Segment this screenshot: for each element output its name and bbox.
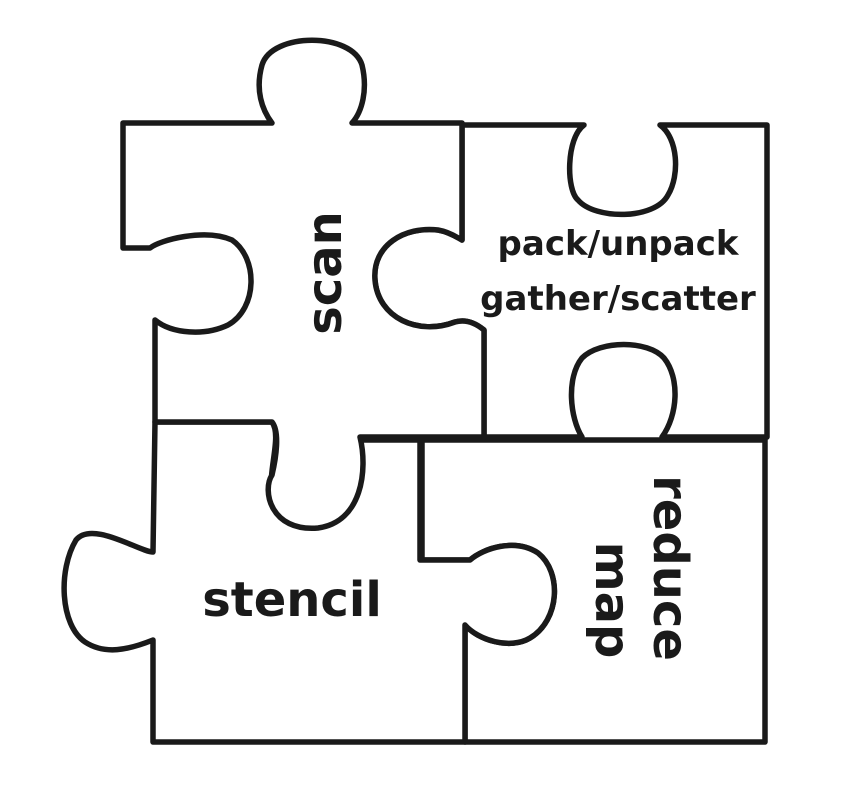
gather-scatter-label: gather/scatter xyxy=(480,279,756,319)
scan-label: scan xyxy=(297,211,353,335)
map-label: map xyxy=(584,542,640,659)
pack-unpack-label: pack/unpack xyxy=(498,224,740,264)
piece-scan: scan xyxy=(120,37,487,531)
reduce-label: reduce xyxy=(642,475,698,661)
piece-scan-outline xyxy=(120,37,487,531)
piece-stencil: stencil xyxy=(61,419,558,745)
stencil-label: stencil xyxy=(202,572,382,628)
